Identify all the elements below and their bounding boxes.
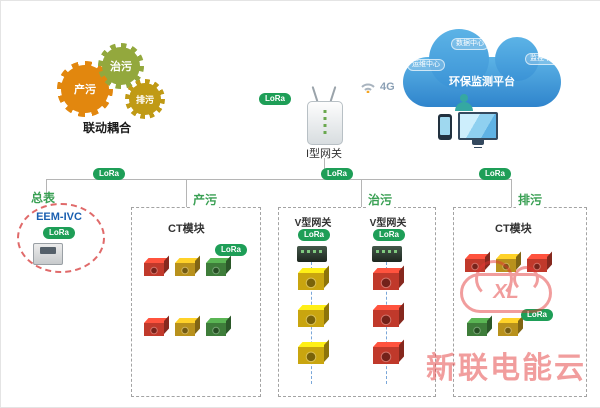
ct-module-icon bbox=[465, 259, 485, 272]
person-icon bbox=[453, 94, 475, 112]
zone-box-chanwu bbox=[131, 207, 261, 397]
lora-badge: LoRa bbox=[373, 229, 405, 241]
gear-icon-paiwu: 排污 bbox=[125, 79, 165, 119]
cloud-node-monitor-center: 监控中心 bbox=[525, 53, 563, 66]
gateway-device-icon bbox=[307, 101, 343, 145]
ct-module-icon bbox=[206, 263, 226, 276]
meter-icon bbox=[33, 243, 63, 265]
ct-module-label: CT模块 bbox=[495, 223, 532, 235]
phone-icon bbox=[438, 114, 452, 140]
ct-module-icon bbox=[373, 347, 399, 364]
ct-module-icon bbox=[498, 323, 518, 336]
ct-module-row bbox=[144, 263, 226, 276]
ct-module-icon bbox=[206, 323, 226, 336]
4g-signal-icon: 4G bbox=[358, 77, 395, 93]
wifi-arcs-icon bbox=[361, 83, 375, 93]
v-gateway-device-icon bbox=[297, 246, 327, 262]
connector-line bbox=[361, 179, 362, 207]
zone-label-zhiwu: 治污 bbox=[366, 191, 395, 208]
antenna-icon bbox=[311, 86, 319, 102]
cloud-node-data-center: 数据中心 bbox=[451, 38, 489, 51]
zone-label-chanwu: 产污 bbox=[191, 191, 220, 208]
ct-module-label: CT模块 bbox=[168, 223, 205, 235]
lora-badge: LoRa bbox=[321, 168, 353, 180]
zone-box-paiwu bbox=[453, 207, 587, 397]
lora-badge: LoRa bbox=[93, 168, 125, 180]
ct-module-row bbox=[467, 323, 518, 336]
meter-model: EEM-IVC bbox=[36, 211, 82, 223]
meter-group-outline bbox=[17, 203, 105, 273]
ct-module-icon bbox=[175, 263, 195, 276]
meter-tag: 总表 bbox=[31, 191, 56, 205]
ct-module-icon bbox=[175, 323, 195, 336]
ct-module-row bbox=[465, 259, 547, 272]
lora-badge: LoRa bbox=[215, 244, 247, 256]
gears-caption: 联动耦合 bbox=[82, 121, 131, 135]
v-gateway-label: V型网关 bbox=[294, 218, 332, 229]
ct-module-icon bbox=[496, 259, 516, 272]
lora-badge: LoRa bbox=[479, 168, 511, 180]
module-stack bbox=[373, 273, 399, 364]
cloud-title: 环保监测平台 bbox=[449, 76, 515, 88]
zone-label-paiwu: 排污 bbox=[516, 191, 545, 208]
ct-module-icon bbox=[373, 273, 399, 290]
ct-module-icon bbox=[144, 263, 164, 276]
lora-badge: LoRa bbox=[259, 93, 291, 105]
gear-label: 产污 bbox=[74, 84, 96, 96]
ct-module-icon bbox=[298, 310, 324, 327]
gear-icon-zhiwu: 治污 bbox=[98, 43, 144, 89]
lora-badge: LoRa bbox=[298, 229, 330, 241]
connector-line bbox=[186, 179, 187, 207]
lora-badge: LoRa bbox=[521, 309, 553, 321]
cloud-node-ops-center: 运维中心 bbox=[407, 59, 445, 72]
gear-label: 排污 bbox=[135, 94, 154, 105]
antenna-icon bbox=[329, 86, 337, 102]
4g-label: 4G bbox=[380, 81, 395, 93]
ct-module-icon bbox=[298, 273, 324, 290]
v-gateway-device-icon bbox=[372, 246, 402, 262]
bus-line bbox=[46, 179, 512, 180]
lora-badge: LoRa bbox=[43, 227, 75, 239]
ct-module-icon bbox=[144, 323, 164, 336]
ct-module-icon bbox=[298, 347, 324, 364]
v-gateway-label: V型网关 bbox=[369, 218, 407, 229]
ct-module-icon bbox=[467, 323, 487, 336]
gear-label: 治污 bbox=[110, 61, 132, 73]
ct-module-row bbox=[144, 323, 226, 336]
gateway-label: I型网关 bbox=[305, 148, 343, 160]
cloud-icon bbox=[403, 29, 561, 107]
module-stack bbox=[298, 273, 324, 364]
ct-module-icon bbox=[373, 310, 399, 327]
monitor-icon bbox=[458, 112, 498, 140]
connector-line bbox=[46, 179, 47, 203]
ct-module-icon bbox=[527, 259, 547, 272]
connector-line bbox=[511, 179, 512, 207]
